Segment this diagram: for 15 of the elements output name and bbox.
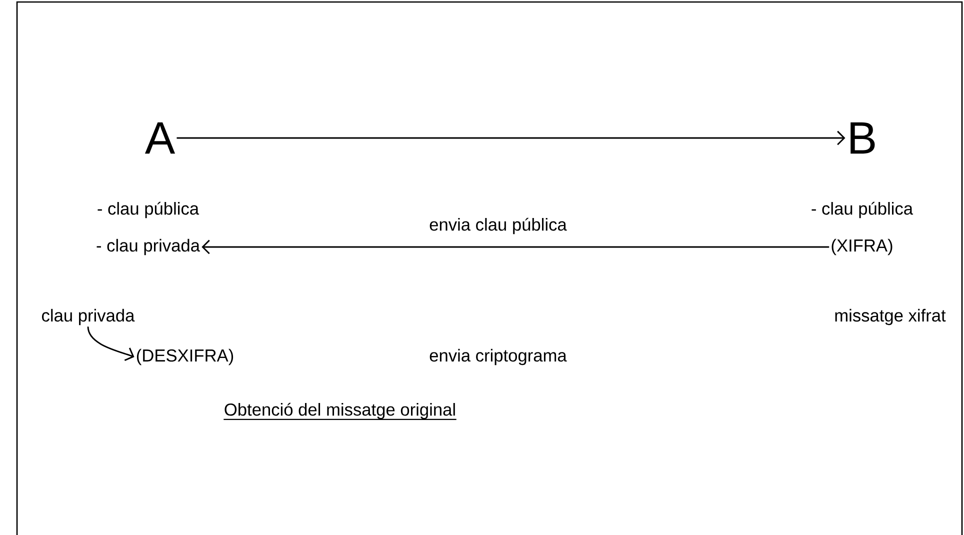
text-label: clau privada xyxy=(42,308,135,326)
text-label: - clau privada xyxy=(96,238,200,256)
text-label: - clau pública xyxy=(812,202,914,218)
underlined-note: Obtenció del missatge original xyxy=(224,402,456,420)
arrow xyxy=(202,240,830,254)
edge-label: envia clau pública xyxy=(428,216,568,236)
text-label: missatge xifrat xyxy=(835,308,946,326)
arrow xyxy=(176,130,846,146)
text-label: envia criptograma xyxy=(430,348,567,366)
text-label: (XIFRA) xyxy=(832,238,892,256)
text-label: - clau pública xyxy=(98,202,200,218)
party-letter: A xyxy=(144,122,176,154)
party-letter: B xyxy=(850,122,875,154)
arrow xyxy=(87,326,134,361)
text-label: (DESXIFRA) xyxy=(136,348,234,366)
